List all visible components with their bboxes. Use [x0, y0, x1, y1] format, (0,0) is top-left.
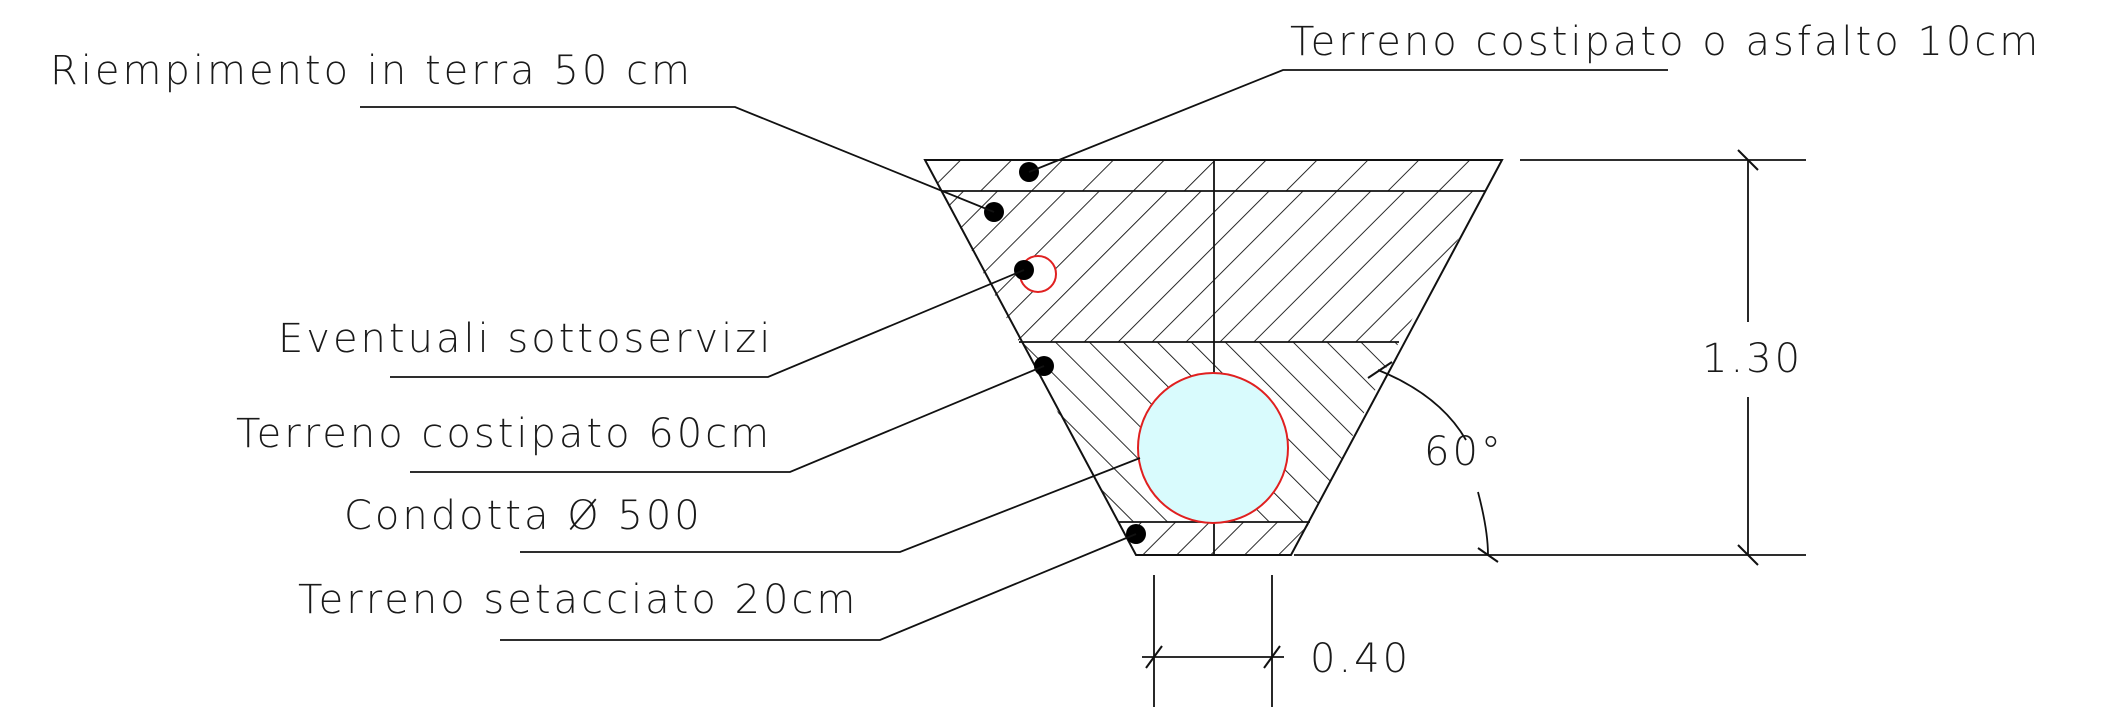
label-setacciato: Terreno setacciato 20cm [298, 577, 858, 623]
label-condotta: Condotta Ø 500 [344, 493, 703, 539]
label-terreno-60: Terreno costipato 60cm [236, 411, 772, 457]
dimension-angle-label: 60° [1424, 429, 1504, 475]
pipe-condotta [1137, 372, 1289, 524]
width-dimension: 0.40 [1142, 575, 1411, 707]
label-riempimento: Riempimento in terra 50 cm [50, 48, 693, 94]
dimension-height-label: 1.30 [1702, 336, 1803, 382]
leader-lines [360, 69, 1668, 641]
dimension-width-label: 0.40 [1310, 636, 1411, 682]
height-dimension: 1.30 [1294, 149, 1806, 566]
label-terreno-top: Terreno costipato o asfalto 10cm [1290, 19, 2041, 65]
angle-dimension: 60° [1367, 361, 1504, 563]
label-sottoservizi: Eventuali sottoservizi [278, 316, 773, 362]
